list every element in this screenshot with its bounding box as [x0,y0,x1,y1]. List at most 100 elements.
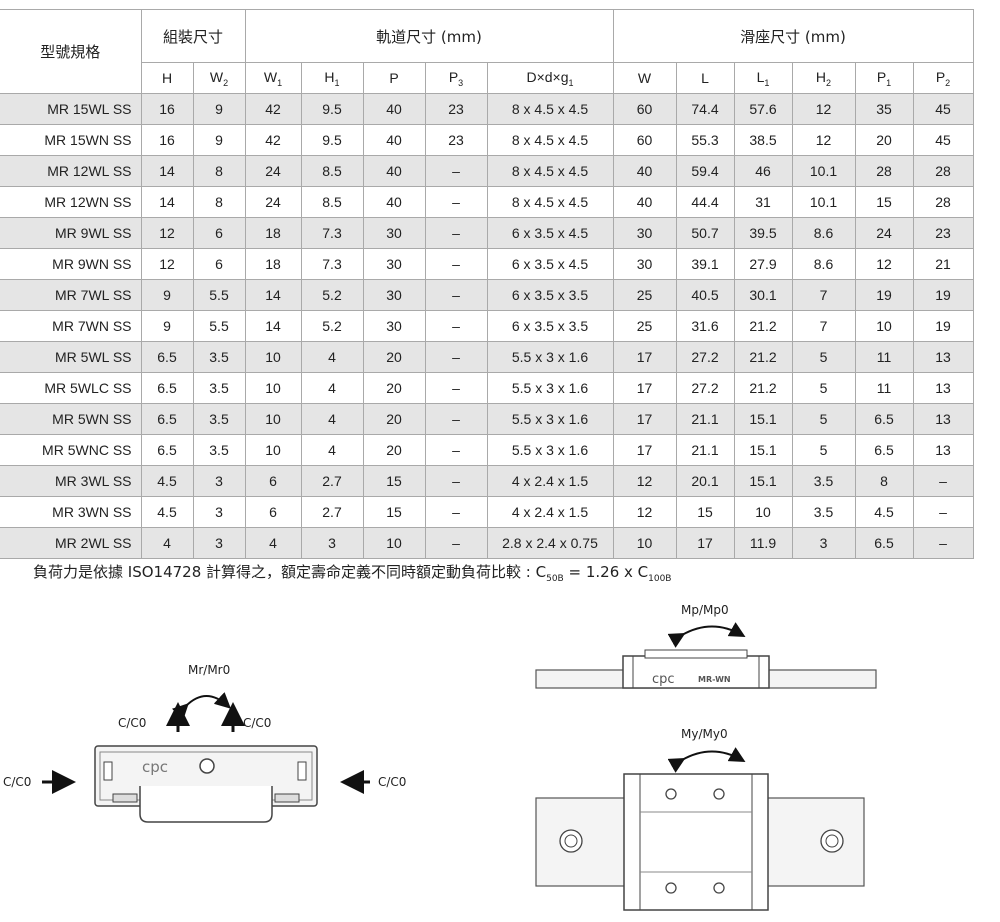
table-cell: 4 [300,372,364,404]
table-cell: 8.6 [791,248,856,280]
table-cell: 8.6 [791,217,856,249]
table-cell: 19 [912,279,974,311]
table-cell: – [424,403,488,435]
table-cell: 5.5 [192,279,246,311]
table-cell: 12 [854,248,914,280]
table-cell: 6.5 [140,372,194,404]
mr-rotation-arrow [171,692,231,721]
table-cell: 9 [192,124,246,156]
table-cell: 25 [612,310,677,342]
mp-label: Mp/Mp0 [681,603,729,617]
table-cell: 12 [140,248,194,280]
table-cell: 3.5 [192,434,246,466]
table-cell: 40.5 [675,279,735,311]
table-cell: 6.5 [854,527,914,559]
table-cell: 4 [300,434,364,466]
table-cell: 15 [675,496,735,528]
rail-bolt-left [559,829,583,853]
table-cell: 3.5 [192,403,246,435]
table-cell: – [912,527,974,559]
table-cell: 13 [912,403,974,435]
table-cell: 4 [244,527,302,559]
table-cell: 20 [362,403,426,435]
table-cell: 24 [244,155,302,187]
table-cell: 25 [612,279,677,311]
table-cell: 9 [140,310,194,342]
table-cell: 10.1 [791,155,856,187]
table-cell: 40 [362,93,426,125]
table-cell: 60 [612,124,677,156]
table-cell: 24 [244,186,302,218]
table-cell: 7 [791,279,856,311]
table-cell: 8 x 4.5 x 4.5 [486,186,614,218]
table-cell: 28 [912,155,974,187]
table-cell: 8.5 [300,186,364,218]
table-cell: 5.5 x 3 x 1.6 [486,341,614,373]
table-cell: 40 [362,124,426,156]
table-cell: 30.1 [733,279,793,311]
model-cell: MR 5WLC SS [0,372,142,404]
table-cell: 4.5 [854,496,914,528]
c-label-top-right: C/C0 [243,716,271,730]
table-cell: 23 [424,93,488,125]
table-cell: 8 x 4.5 x 4.5 [486,93,614,125]
table-cell: 30 [362,279,426,311]
table-cell: 17 [612,403,677,435]
model-cell: MR 2WL SS [0,527,142,559]
c-label-left: C/C0 [3,775,31,789]
table-cell: 21.2 [733,310,793,342]
rail-bolt-right-inner [825,834,839,848]
table-cell: 12 [612,465,677,497]
header-assembly: 組裝尺寸 [140,9,246,63]
table-cell: 6 x 3.5 x 3.5 [486,310,614,342]
table-cell: 20 [362,434,426,466]
rail-profile [139,786,273,823]
column-header: H [140,62,194,94]
table-cell: 6 x 3.5 x 4.5 [486,248,614,280]
table-cell: 10.1 [791,186,856,218]
table-cell: 6.5 [854,403,914,435]
table-cell: 11 [854,341,914,373]
model-cell: MR 3WL SS [0,465,142,497]
my-rotation-arrow [667,747,746,773]
load-note: 負荷力是依據 ISO14728 計算得之，額定壽命定義不同時額定動負荷比較 : … [33,561,671,584]
table-cell: 31 [733,186,793,218]
table-cell: 30 [362,310,426,342]
note-c: C [535,563,547,581]
table-cell: 27.2 [675,341,735,373]
table-cell: 5.2 [300,279,364,311]
table-cell: 40 [612,155,677,187]
rail-bolt-left-inner [564,834,578,848]
table-cell: 60 [612,93,677,125]
brand-logo-left: cpc [142,758,168,776]
table-cell: 12 [791,93,856,125]
table-cell: 12 [612,496,677,528]
table-cell: 42 [244,124,302,156]
model-cell: MR 15WN SS [0,124,142,156]
table-cell: 55.3 [675,124,735,156]
table-cell: – [912,465,974,497]
table-cell: – [424,217,488,249]
model-cell: MR 5WL SS [0,341,142,373]
table-cell: 21.1 [675,434,735,466]
table-cell: 11.9 [733,527,793,559]
table-cell: 28 [854,155,914,187]
ball-groove-left [112,793,138,803]
table-cell: 5.2 [300,310,364,342]
table-cell: – [424,186,488,218]
mount-hole-1 [665,788,677,800]
table-cell: 3 [300,527,364,559]
table-cell: 9 [192,93,246,125]
table-cell: 13 [912,341,974,373]
my-label: My/My0 [681,727,728,741]
table-cell: 45 [912,124,974,156]
table-cell: 12 [791,124,856,156]
table-cell: 3.5 [791,465,856,497]
c-label-top-left: C/C0 [118,716,146,730]
table-cell: 5.5 x 3 x 1.6 [486,403,614,435]
